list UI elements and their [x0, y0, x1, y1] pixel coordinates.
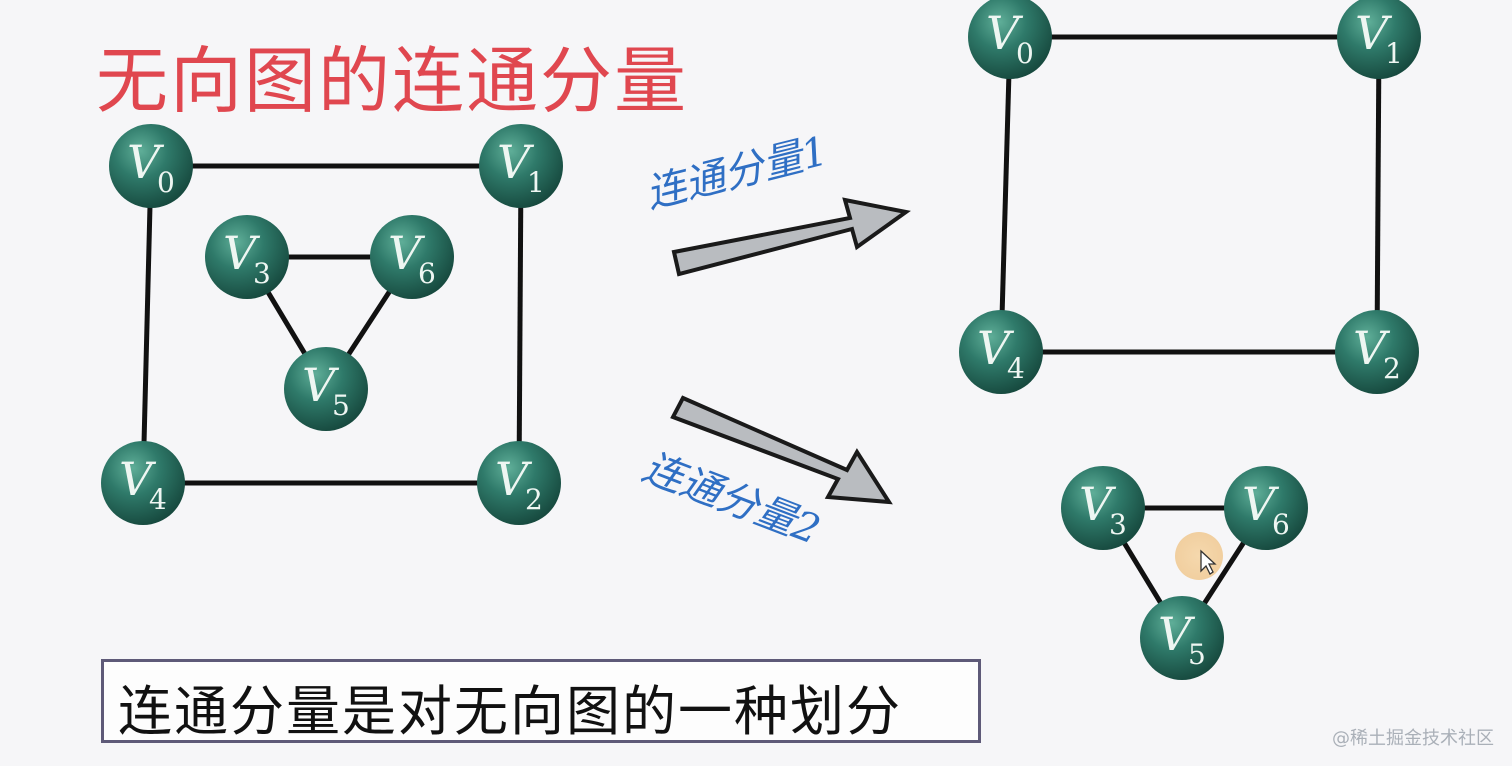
vertex-letter-label: V	[1242, 477, 1280, 531]
component-1-vertex-v4: V4	[959, 310, 1043, 394]
vertex-node-circle	[968, 0, 1052, 79]
vertex-node-circle	[109, 124, 193, 208]
original-vertex-v0: V0	[109, 124, 193, 208]
vertex-letter-label: V	[1158, 607, 1196, 661]
component-1-label: 连通分量1	[641, 128, 832, 217]
vertex-node-circle	[959, 310, 1043, 394]
component-1-vertex-v0: V0	[968, 0, 1052, 79]
vertex-subscript-label: 2	[525, 483, 543, 516]
component-2-vertex-v3: V3	[1061, 466, 1145, 550]
vertex-subscript-label: 0	[157, 166, 175, 199]
vertex-subscript-label: 5	[1188, 638, 1206, 671]
vertex-letter-label: V	[1079, 477, 1117, 531]
vertex-subscript-label: 3	[253, 257, 271, 290]
original-edge-v4-v0	[140, 165, 154, 484]
vertex-node-circle	[1061, 466, 1145, 550]
original-vertex-v1: V1	[479, 124, 563, 208]
vertex-subscript-label: 4	[1007, 352, 1025, 385]
arrow-to-component-1	[671, 197, 911, 277]
vertex-letter-label: V	[119, 452, 157, 506]
vertex-letter-label: V	[388, 226, 426, 280]
vertex-node-circle	[284, 347, 368, 431]
watermark: @稀土掘金技术社区	[1332, 728, 1494, 749]
original-vertex-v5: V5	[284, 347, 368, 431]
component-1-edge-v4-v0	[998, 36, 1013, 353]
original-vertex-v4: V4	[101, 441, 185, 525]
component-2-vertex-v6: V6	[1224, 466, 1308, 550]
caption-text: 连通分量是对无向图的一种划分	[118, 680, 902, 743]
mouse-pointer-icon	[1200, 549, 1217, 575]
caption-box	[101, 659, 981, 743]
vertex-node-circle	[477, 441, 561, 525]
vertex-subscript-label: 1	[1385, 37, 1403, 70]
original-edge-v1-v2	[516, 165, 524, 484]
vertex-subscript-label: 4	[149, 483, 167, 516]
vertex-subscript-label: 2	[1383, 352, 1401, 385]
vertex-letter-label: V	[495, 452, 533, 506]
original-vertex-v3: V3	[205, 215, 289, 299]
component-1-vertex-v1: V1	[1337, 0, 1421, 79]
cursor-highlight	[1175, 532, 1223, 580]
vertex-node-circle	[1335, 310, 1419, 394]
vertex-subscript-label: 6	[418, 257, 436, 290]
vertex-letter-label: V	[223, 226, 261, 280]
original-vertex-v6: V6	[370, 215, 454, 299]
vertex-node-circle	[1337, 0, 1421, 79]
component-1-edge-v1-v2	[1374, 36, 1382, 353]
vertex-letter-label: V	[497, 135, 535, 189]
vertex-subscript-label: 3	[1109, 508, 1127, 541]
original-vertex-v2: V2	[477, 441, 561, 525]
edges-layer	[140, 34, 1382, 640]
vertex-node-circle	[1224, 466, 1308, 550]
vertex-node-circle	[205, 215, 289, 299]
vertex-node-circle	[1140, 596, 1224, 680]
vertex-letter-label: V	[302, 358, 340, 412]
vertex-node-circle	[370, 215, 454, 299]
vertex-letter-label: V	[1355, 6, 1393, 60]
vertex-letter-label: V	[127, 135, 165, 189]
vertex-letter-label: V	[977, 321, 1015, 375]
vertex-letter-label: V	[1353, 321, 1391, 375]
vertex-letter-label: V	[986, 6, 1024, 60]
vertex-subscript-label: 6	[1272, 508, 1290, 541]
vertex-node-circle	[479, 124, 563, 208]
vertex-subscript-label: 5	[332, 389, 350, 422]
vertex-subscript-label: 0	[1016, 37, 1034, 70]
component-1-vertex-v2: V2	[1335, 310, 1419, 394]
component-2-vertex-v5: V5	[1140, 596, 1224, 680]
vertex-subscript-label: 1	[527, 166, 545, 199]
vertex-node-circle	[101, 441, 185, 525]
page-title: 无向图的连通分量	[96, 39, 689, 123]
arrow-to-component-2	[670, 395, 893, 505]
